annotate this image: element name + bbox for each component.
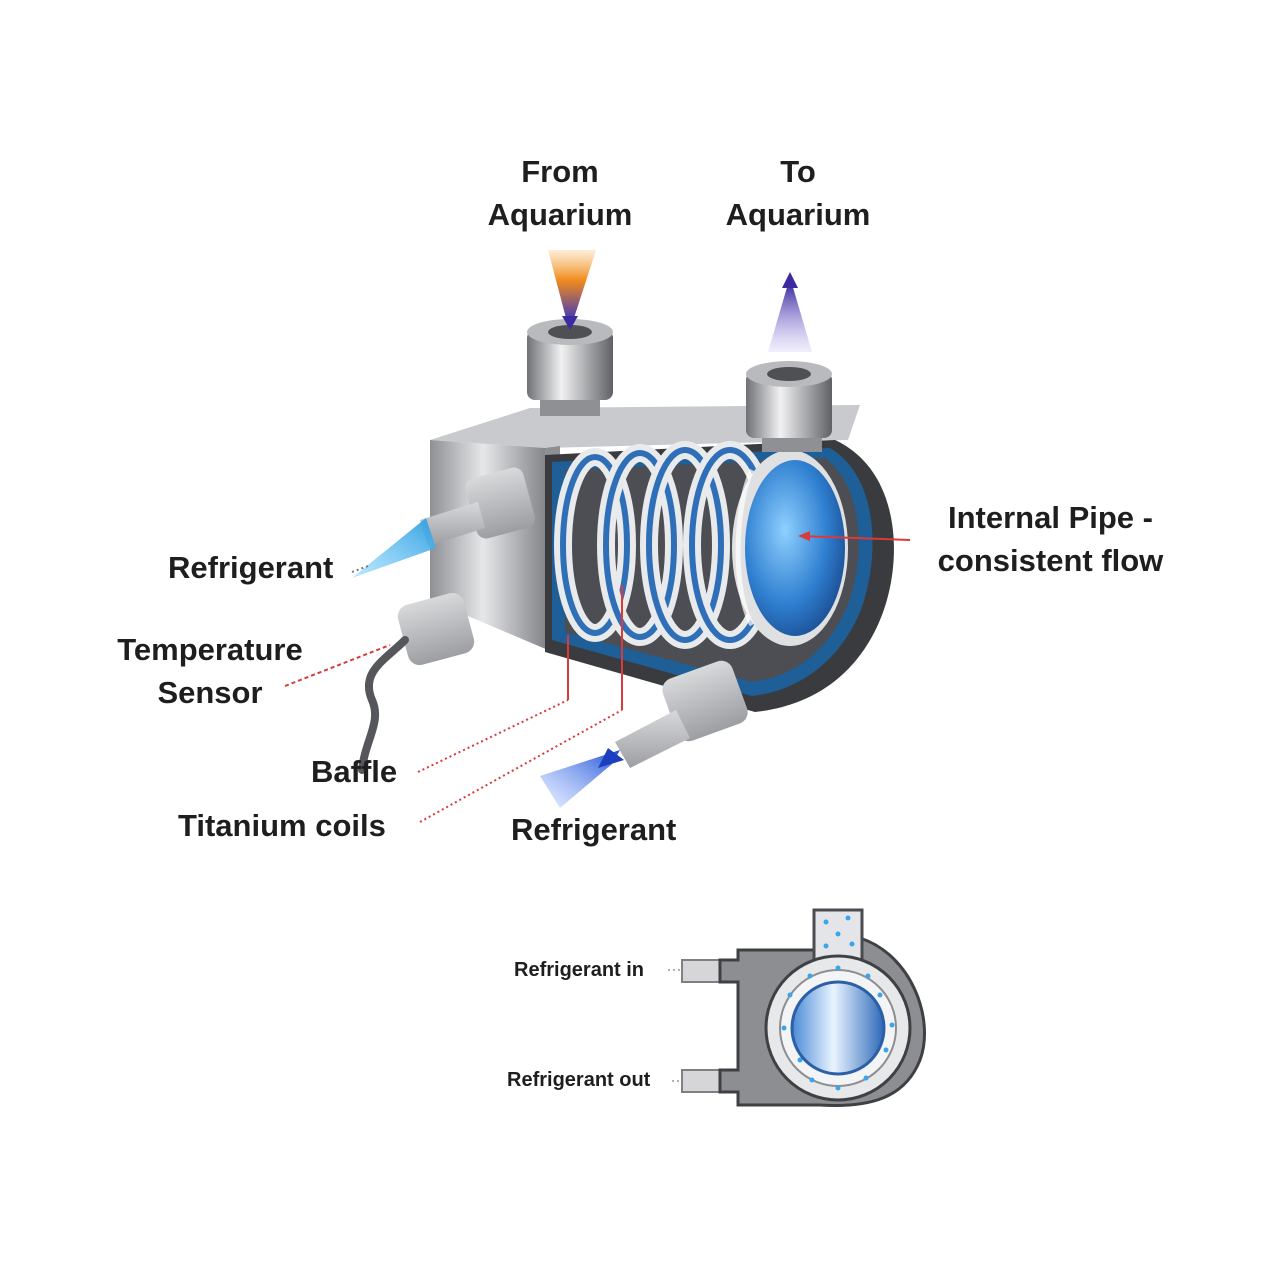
temperature-sensor-fitting (358, 592, 475, 774)
inset-leaders (668, 969, 682, 1082)
internal-pipe-label: Internal Pipe - consistent flow (918, 496, 1183, 582)
refrigerant-in-arrow (540, 748, 624, 808)
refrigerant-droplets (781, 965, 895, 1091)
outlet-fitting-top (746, 361, 832, 452)
flow-arrow-out (768, 272, 812, 352)
temperature-sensor-line2: Sensor (157, 675, 263, 710)
leader-lines (284, 531, 911, 823)
internal-pipe (732, 450, 848, 646)
to-aquarium-line1: To (780, 154, 816, 189)
titanium-coils-label: Titanium coils (178, 808, 386, 843)
titanium-coils (554, 441, 777, 649)
refrigerant-droplets (823, 915, 855, 949)
refrigerant-in-label: Refrigerant in (514, 959, 645, 981)
refrigerant-inlet-fitting (615, 660, 748, 768)
baffle-label: Baffle (311, 754, 398, 789)
temperature-sensor-line1: Temperature (117, 632, 303, 667)
from-aquarium-line2: Aquarium (487, 197, 633, 232)
sensor-leader (284, 644, 391, 687)
internal-pipe-line2: consistent flow (937, 543, 1164, 578)
coil-ring (640, 441, 730, 649)
coil-ring (597, 444, 683, 646)
cross-section-inset (681, 908, 926, 1107)
to-aquarium-line2: Aquarium (725, 197, 871, 232)
coil-ring (554, 448, 636, 642)
pipe-leader (799, 535, 911, 541)
temperature-sensor-label: Temperature Sensor (100, 628, 320, 714)
refrigerant-outlet-fitting (420, 467, 535, 546)
inlet-fitting-top (527, 319, 613, 416)
to-aquarium-label: To Aquarium (708, 150, 888, 236)
pipe-leader-head (798, 531, 810, 541)
from-aquarium-line1: From (521, 154, 599, 189)
refrigerant-out-arrow (352, 518, 436, 578)
from-aquarium-label: From Aquarium (470, 150, 650, 236)
baffle-leader (417, 699, 569, 773)
refrigerant-out-label: Refrigerant out (507, 1069, 651, 1091)
flow-arrow-in (548, 250, 596, 330)
refrigerant-outlet-label: Refrigerant (168, 550, 334, 585)
refrigerant-inlet-label: Refrigerant (511, 812, 677, 847)
coils-leader (419, 709, 623, 823)
internal-pipe-line1: Internal Pipe - (948, 500, 1153, 535)
